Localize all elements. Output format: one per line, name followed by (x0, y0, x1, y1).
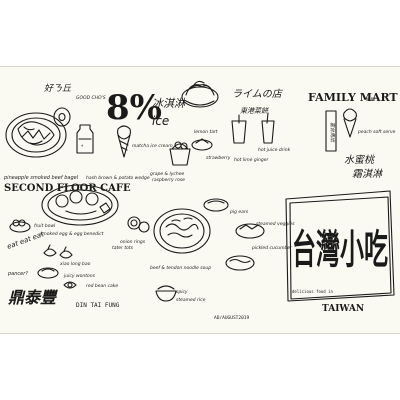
smoked-egg-label: smoked egg & egg benedict (40, 231, 104, 237)
wonton-bowl-drawing (37, 267, 59, 279)
din-tai-fung-label: DIN TAI FUNG (76, 302, 120, 309)
ding-tai-feng-label: 鼎泰豐 (8, 288, 58, 307)
svg-text:⚘: ⚘ (81, 143, 84, 148)
date-label: AD/AUGUST2019 (214, 315, 250, 321)
pig-ears-label: pig ears (229, 209, 249, 215)
onion-rings-label: onion rings (120, 239, 146, 245)
matcha-label: matcha ice cream (132, 143, 173, 149)
wonton-label: juicy wontons (63, 273, 96, 279)
souffle-pancake-drawing (181, 80, 219, 108)
second-floor-label: SECOND FLOOR CAFE (4, 183, 131, 194)
dong-gang-label: 東港菜餅 (240, 107, 269, 115)
taiwan-label: TAIWAN (322, 304, 364, 314)
grape-lychee-label: grape & lychee (150, 171, 184, 177)
shui-mi-tao-label: 水蜜桃 (344, 154, 376, 166)
eat-eat-label: eat eat eat (6, 230, 45, 251)
pancer-label: pancer? (7, 271, 28, 277)
tater-tots-label: tater tots (112, 245, 134, 251)
beef-noodle-bowl-drawing (153, 208, 211, 254)
lime-shop-label: ライムの店 (232, 88, 284, 100)
beef-noodle-label: beef & tendon noodle soup (150, 265, 211, 271)
hao-li-label: 好ㄋ丘 (44, 83, 72, 94)
fruit-bowl-label: fruit bowl (34, 223, 56, 229)
raspberry-rose-label: raspberry rose (152, 177, 185, 183)
lime-drink-drawing (231, 112, 275, 144)
red-bean-cake-drawing (63, 281, 77, 289)
hash-brown-label: hash brown & potato wedge (86, 175, 150, 181)
red-bean-label: red bean cake (86, 283, 118, 289)
eight-percent-logo: 8% (106, 88, 162, 128)
steamed-veggies-label: steamed veggies (256, 221, 295, 227)
spicy-label: spicy (176, 289, 188, 295)
delicious-food-label: delicious food in (292, 289, 334, 294)
peach-soft-serve-drawing (325, 108, 357, 152)
lemon-tart-label: lemon tart (194, 129, 218, 135)
bagel-plate-drawing (5, 107, 71, 158)
breakfast-plate-drawing (41, 184, 119, 226)
onion-rings-drawing (127, 216, 150, 233)
pig-ears-drawing (203, 198, 229, 212)
family-mart-small-label: MART (366, 97, 376, 102)
steamed-rice-label: steamed rice (176, 297, 206, 303)
peach-label: peach soft serve (357, 129, 396, 135)
shuang-qi-lin-label: 霜淇淋 (352, 168, 384, 180)
strawberry-label: strawberry (206, 155, 231, 161)
taiwan-frame-drawing (285, 190, 395, 302)
ice-label: ice (152, 114, 169, 128)
lemon-tart-drawing (191, 138, 213, 151)
family-mart-label: FAMILY MART (308, 91, 398, 104)
pineapple-label: pineapple smoked beef bagel (3, 175, 79, 181)
fruit-bowl-drawing (9, 219, 31, 233)
taiwan-big-title: 台灣小吃 (292, 226, 388, 273)
fu-de-label: 富台馬出 (329, 122, 336, 143)
xiao-long-bao-drawing (43, 244, 73, 259)
xiao-long-bao-label: xiao long bao (59, 261, 91, 267)
good-cho-label: GOOD CHO'S (76, 95, 106, 101)
bing-qi-lin-label: 冰淇淋 (152, 97, 187, 110)
hot-juice-label: hot juice drink (258, 147, 291, 153)
rice-bowl-drawing (155, 285, 177, 302)
pickled-cucumber-label: pickled cucumber (251, 245, 293, 251)
matcha-cone-drawing (117, 125, 131, 158)
hot-lime-ginger-label: hot lime ginger (234, 157, 269, 163)
pickled-cucumber-drawing (225, 255, 255, 271)
sketch-canvas: 好ㄋ丘 GOOD CHO'S ⚘ pineapple smoked beef b… (0, 66, 400, 334)
food-doodle-illustration: 好ㄋ丘 GOOD CHO'S ⚘ pineapple smoked beef b… (3, 80, 398, 321)
steamed-veggie-drawing (235, 223, 265, 239)
milk-bottle-drawing: ⚘ (76, 124, 94, 154)
ice-cream-cup-drawing (169, 141, 191, 166)
